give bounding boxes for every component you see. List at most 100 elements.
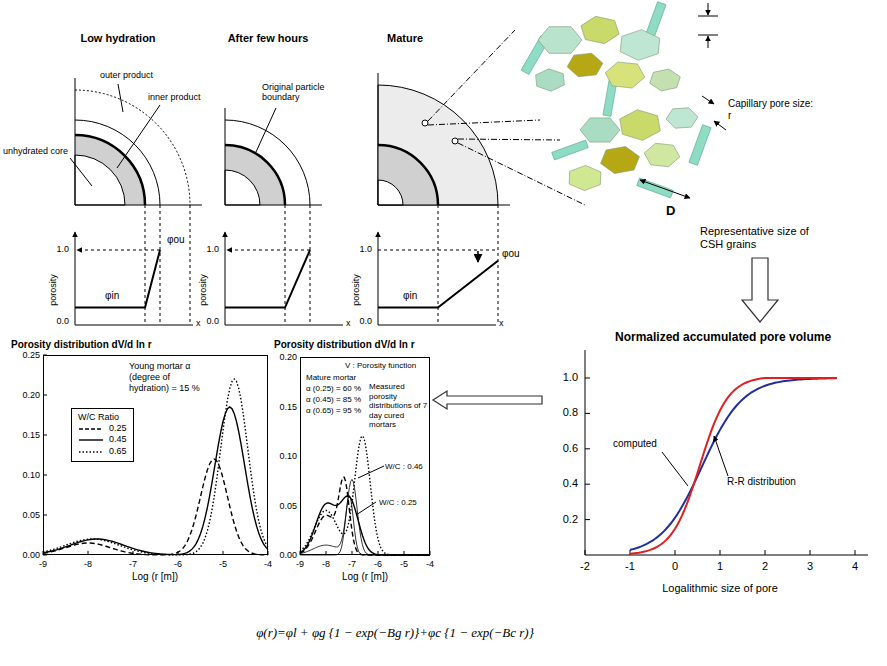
axis-line <box>225 205 322 206</box>
x-axis <box>225 325 343 326</box>
label-text: 0.0 <box>359 316 372 326</box>
drop-line <box>498 205 499 325</box>
drop-line <box>310 205 311 325</box>
plot-box: W/C Ratio0.250.450.65Porosity distributi… <box>43 355 268 555</box>
legend-sample <box>78 448 104 456</box>
tick <box>720 550 721 555</box>
legend-line <box>79 428 103 429</box>
particle-section <box>225 108 343 325</box>
label-text: -4 <box>264 559 272 569</box>
label-text: x <box>346 318 351 328</box>
node-text: α (0.25) = 60 % <box>306 384 361 394</box>
tick <box>585 484 590 485</box>
label-text: φou <box>167 234 185 246</box>
node-heading: Porosity distribution dV/d ln r <box>274 339 415 351</box>
legend-text: 0.65 <box>109 446 127 458</box>
flow-arrow <box>433 391 542 409</box>
axis-line <box>378 73 379 205</box>
tick <box>810 550 811 555</box>
computed-curve <box>630 378 837 550</box>
csh-grain <box>601 147 640 174</box>
label-text: -5 <box>400 559 408 569</box>
label-text: 0.15 <box>279 402 297 412</box>
node-text: W/C : 0.46 <box>385 462 423 472</box>
particle-section <box>75 78 202 325</box>
tick <box>585 448 590 449</box>
label-text: -6 <box>174 559 182 569</box>
csh-rod <box>689 125 711 166</box>
distribution-curve <box>43 379 268 555</box>
dimension-line <box>698 35 718 36</box>
label-text: Representative size of CSH grains <box>700 225 835 250</box>
label-text: porosity <box>48 274 58 306</box>
label-text: -9 <box>39 559 47 569</box>
zoom-line <box>458 139 560 140</box>
label-text: φin <box>403 290 417 302</box>
x-axis <box>75 325 193 326</box>
csh-grain <box>620 30 660 61</box>
inner-product-region <box>378 145 438 205</box>
dimension-arrow <box>708 3 709 15</box>
node-text: W/C : 0.25 <box>379 498 417 508</box>
legend-text: 0.25 <box>109 423 127 435</box>
node-text: α (0.65) = 95 % <box>306 406 361 416</box>
csh-grain <box>536 69 565 91</box>
particle-boundary <box>378 145 438 205</box>
tick <box>855 550 856 555</box>
unhydrated-core <box>378 180 403 205</box>
axis-line <box>378 205 510 206</box>
legend-line <box>79 440 103 441</box>
level-line <box>378 250 498 251</box>
label-text: 0.4 <box>563 477 578 490</box>
label-text: φin <box>105 290 119 302</box>
label-text: Log (r [m]) <box>132 571 178 583</box>
node-heading: Porosity distribution dV/d ln r <box>11 339 152 351</box>
label-text: 4 <box>852 560 858 573</box>
distribution-curve <box>43 407 268 555</box>
particle-section <box>378 73 510 325</box>
particle-boundary <box>225 145 285 205</box>
dimension-line <box>698 16 718 17</box>
label-text: 0.00 <box>279 550 297 560</box>
plot-box: Porosity distribution dV/d ln rV : Poros… <box>300 357 430 555</box>
csh-grain <box>666 108 698 128</box>
tick <box>585 413 590 414</box>
node-text: R-R distribution <box>727 476 796 488</box>
label-text: -5 <box>219 559 227 569</box>
leader-line <box>118 84 123 112</box>
pore-arrow <box>714 121 726 130</box>
label-text: Capillary pore size: r <box>728 98 818 121</box>
label-text: Log (r [m]) <box>342 571 388 583</box>
label-text: x <box>499 318 504 328</box>
label-text: -9 <box>296 559 304 569</box>
label-text: Original particle boundary <box>262 82 334 103</box>
label-text: φ(r)=φl + φg {1 − exp(−Bg r)}+φc {1 − ex… <box>256 626 534 641</box>
label-text: 0.8 <box>563 406 578 419</box>
axis-line <box>75 78 76 205</box>
label-text: After few hours <box>228 32 309 45</box>
node-text: computed <box>613 438 657 450</box>
label-text: x <box>196 318 201 328</box>
zoom-line <box>428 120 540 125</box>
node-text: Young mortar α (degree of hydration) = 1… <box>129 361 203 393</box>
outer-product-region <box>378 85 498 205</box>
legend-text: 0.45 <box>109 434 127 446</box>
label-text: -8 <box>322 559 330 569</box>
tick <box>585 550 586 555</box>
leader-line <box>117 105 160 168</box>
label-text: D <box>666 204 675 219</box>
label-text: 3 <box>807 560 813 573</box>
inner-product-region <box>75 135 145 205</box>
label-text: -6 <box>374 559 382 569</box>
label-text: 0 <box>672 560 678 573</box>
label-text: 0.0 <box>56 316 69 326</box>
label-text: 1.0 <box>359 244 372 254</box>
zoom-spot <box>422 120 428 126</box>
y-axis <box>378 232 379 325</box>
distribution-curve <box>300 496 430 555</box>
axis-line <box>225 108 226 205</box>
label-text: Mature <box>387 32 423 45</box>
label-text: φou <box>502 248 520 260</box>
label-text: Low hydration <box>80 32 155 45</box>
